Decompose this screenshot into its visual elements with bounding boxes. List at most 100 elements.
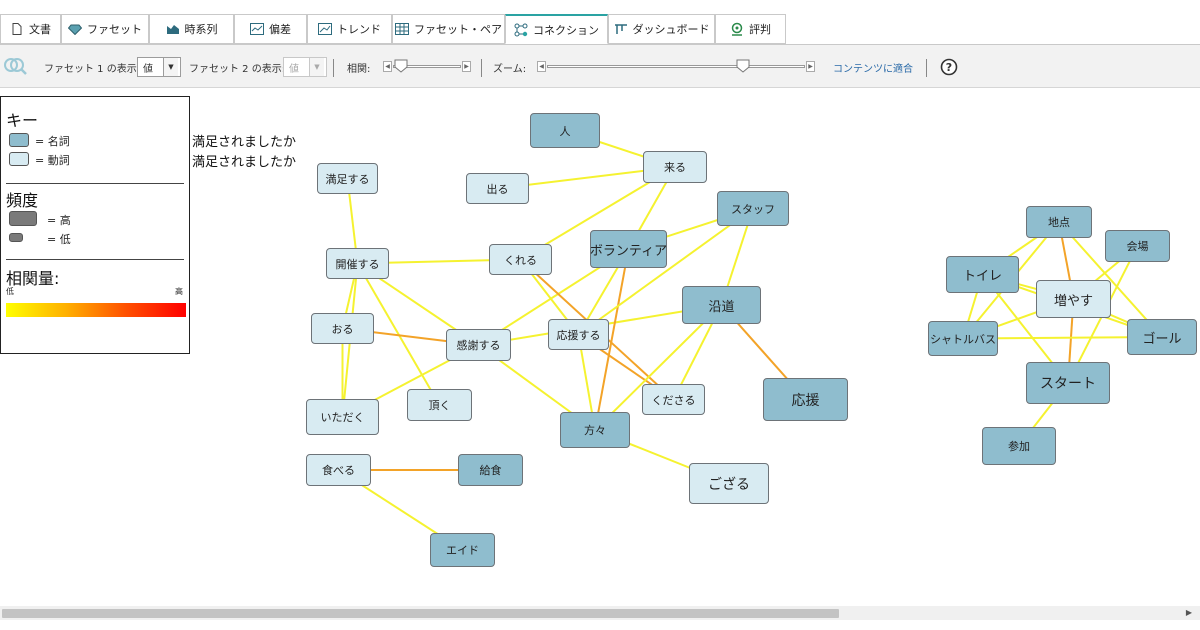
node-katagata[interactable]: 方々 (560, 412, 630, 448)
correlation-low-label: 低 (6, 287, 14, 296)
horizontal-scrollbar[interactable]: ▶ (0, 606, 1200, 620)
node-oen-n[interactable]: 応援 (763, 378, 848, 421)
facet1-label: ファセット 1 の表示: (44, 63, 141, 75)
node-goal[interactable]: ゴール (1127, 319, 1197, 355)
search-icon[interactable] (3, 45, 29, 89)
annotation-text: 満足されましたか (192, 135, 297, 150)
help-text: ? (946, 61, 952, 74)
correlation-slider[interactable] (393, 65, 461, 68)
tab-label: コネクション (533, 23, 599, 37)
tab-label: ダッシュボード (632, 23, 710, 36)
node-kuru[interactable]: 来る (643, 151, 707, 183)
verb-swatch (9, 152, 29, 166)
correlation-high-label: 高 (175, 287, 183, 296)
scroll-right-arrow-icon[interactable]: ▶ (1185, 608, 1192, 617)
node-kureru[interactable]: くれる (489, 244, 552, 275)
facet1-select[interactable]: 値 ▼ (137, 57, 181, 77)
node-deru[interactable]: 出る (466, 173, 529, 204)
edge-kaisai-itadaku2 (356, 262, 441, 406)
facet2-value: 値 (289, 63, 299, 75)
edge-chiten-goal (1058, 221, 1163, 338)
noun-swatch (9, 133, 29, 147)
low-frequency-swatch (9, 233, 23, 242)
edge-staff-oen_v (577, 207, 754, 336)
low-frequency-label: = 低 (47, 233, 71, 246)
node-aid[interactable]: エイド (430, 533, 495, 567)
node-kyushoku[interactable]: 給食 (458, 454, 523, 486)
tab-label: ファセット・ペア (414, 23, 502, 36)
tab-document[interactable]: 文書 (0, 14, 61, 44)
node-gozaru[interactable]: ござる (689, 463, 769, 504)
reputation-icon (730, 22, 744, 36)
node-manzoku[interactable]: 満足する (317, 163, 378, 194)
node-kansha[interactable]: 感謝する (446, 329, 511, 361)
node-staff[interactable]: スタッフ (717, 191, 789, 226)
tab-deviation[interactable]: 偏差 (234, 14, 307, 44)
zoom-slider[interactable] (547, 65, 805, 68)
facet2-label: ファセット 2 の表示: (189, 63, 286, 75)
node-kaijo[interactable]: 会場 (1105, 230, 1170, 262)
correlation-increase-button[interactable]: ▶ (462, 61, 471, 72)
toolbar: ファセット 1 の表示: 値 ▼ ファセット 2 の表示: 値 ▼ 相関: ◀ … (0, 44, 1200, 88)
document-icon (10, 22, 24, 36)
legend-panel: キー = 名詞 = 動詞 頻度 = 高 = 低 相関量: 低 高 (0, 96, 190, 354)
node-chiten[interactable]: 地点 (1026, 206, 1092, 238)
tab-label: ファセット (87, 23, 142, 36)
zoom-label: ズーム: (493, 63, 527, 75)
zoom-slider-thumb[interactable] (736, 59, 750, 73)
correlation-slider-thumb[interactable] (394, 59, 408, 73)
correlation-label: 相関: (347, 63, 371, 75)
node-start[interactable]: スタート (1026, 362, 1110, 404)
tab-trend[interactable]: トレンド (307, 14, 392, 44)
tab-facet-pair[interactable]: ファセット・ペア (392, 14, 505, 44)
tab-label: 文書 (29, 23, 51, 36)
tab-facet[interactable]: ファセット (61, 14, 149, 44)
tab-timeseries[interactable]: 時系列 (149, 14, 234, 44)
fit-content-link[interactable]: コンテンツに適合 (833, 63, 913, 75)
node-kaisai[interactable]: 開催する (326, 248, 389, 279)
legend-divider (6, 183, 184, 184)
node-hito[interactable]: 人 (530, 113, 600, 148)
node-fuyasu[interactable]: 増やす (1036, 280, 1111, 318)
high-frequency-swatch (9, 211, 37, 226)
node-oen-v[interactable]: 応援する (548, 319, 609, 350)
divider (481, 59, 482, 77)
facet1-value: 値 (143, 63, 153, 75)
node-taberu[interactable]: 食べる (306, 454, 371, 486)
area-chart-icon (166, 22, 180, 36)
node-oru[interactable]: おる (311, 313, 374, 344)
legend-key-title: キー (6, 111, 39, 130)
node-itadaku[interactable]: いただく (306, 399, 379, 435)
node-itadaku2[interactable]: 頂く (407, 389, 472, 421)
tab-label: 評判 (749, 23, 771, 36)
chevron-down-icon[interactable]: ▼ (309, 58, 324, 76)
tab-connection[interactable]: コネクション (505, 14, 608, 44)
node-volunteer[interactable]: ボランティア (590, 230, 667, 268)
node-kudasaru[interactable]: くださる (642, 384, 705, 415)
facet2-select[interactable]: 値 ▼ (283, 57, 327, 77)
help-icon[interactable]: ? (940, 45, 958, 89)
zoom-in-button[interactable]: ▶ (806, 61, 815, 72)
node-shuttle[interactable]: シャトルバス (928, 321, 998, 356)
scrollbar-thumb[interactable] (2, 609, 839, 618)
dashboard-icon (614, 22, 628, 36)
annotation-text: 満足されましたか (192, 155, 297, 170)
node-endo[interactable]: 沿道 (682, 286, 761, 324)
node-sanka[interactable]: 参加 (982, 427, 1056, 465)
legend-divider (6, 259, 184, 260)
tab-dashboard[interactable]: ダッシュボード (608, 14, 715, 44)
legend-correlation-title: 相関量: (6, 269, 60, 288)
high-frequency-label: = 高 (47, 214, 71, 227)
correlation-decrease-button[interactable]: ◀ (383, 61, 392, 72)
connection-icon (514, 23, 528, 37)
verb-legend-label: = 動詞 (35, 154, 70, 167)
trend-chart-icon (318, 22, 332, 36)
node-toilet[interactable]: トイレ (946, 256, 1019, 293)
zoom-out-button[interactable]: ◀ (537, 61, 546, 72)
tab-reputation[interactable]: 評判 (715, 14, 786, 44)
noun-legend-label: = 名詞 (35, 135, 70, 148)
tab-label: トレンド (337, 23, 381, 36)
chevron-down-icon[interactable]: ▼ (163, 58, 178, 76)
edge-volunteer-katagata (594, 248, 630, 431)
divider (333, 59, 334, 77)
